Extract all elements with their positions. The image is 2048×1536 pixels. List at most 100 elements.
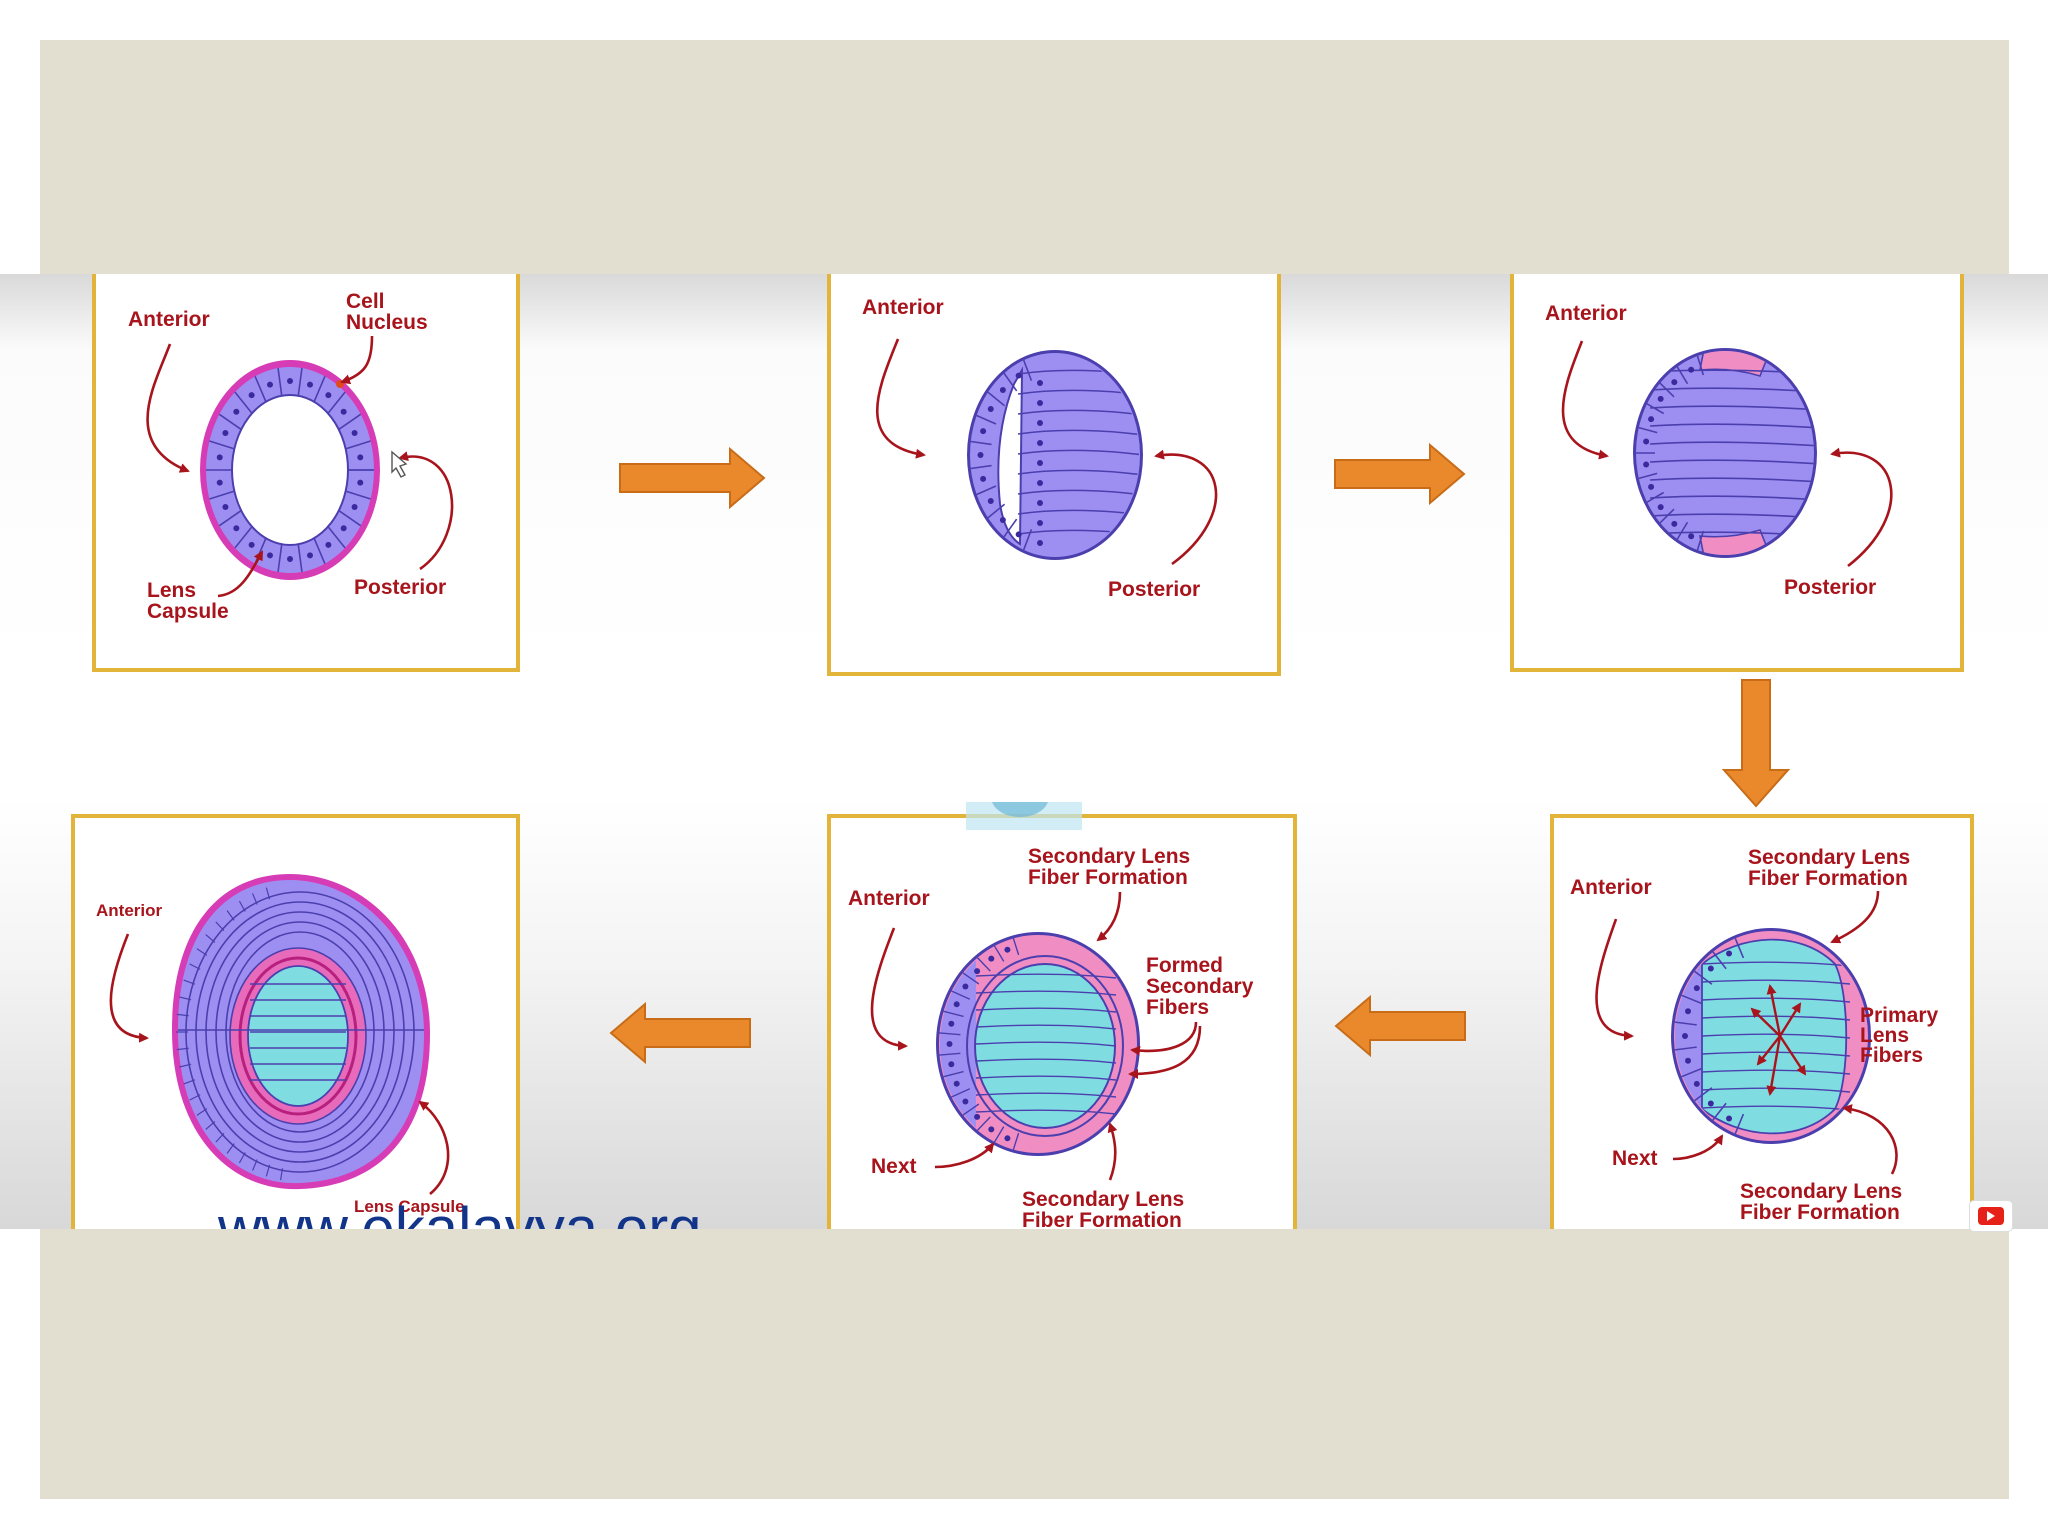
- label-capsule: Capsule: [147, 600, 229, 623]
- panel-mature-lens: Anterior Lens Capsule: [71, 814, 520, 1229]
- epithelium-wall: [176, 1013, 189, 1017]
- fiber-boundary: [966, 955, 1124, 1137]
- cell-wall: [1694, 1087, 1713, 1102]
- growth-ring: [205, 911, 395, 1153]
- cell-wall: [1022, 529, 1033, 551]
- cell-nucleus-dot: [357, 454, 364, 461]
- youtube-play-badge: [1978, 1207, 2004, 1225]
- epithelium-wall: [179, 1063, 192, 1068]
- cell-nucleus-dot: [1648, 416, 1655, 423]
- fiber-line: [975, 1041, 1117, 1047]
- epithelium-wall: [251, 1159, 258, 1171]
- cell-nucleus-dot: [974, 1113, 981, 1120]
- cell-nucleus-dot: [1726, 1115, 1733, 1122]
- pointer-arrow-icon: [870, 927, 908, 1051]
- cell-nucleus-dot: [1004, 1135, 1011, 1142]
- panel-primary-fibers-complete: Anterior Secondary Lens Fiber Formation …: [1550, 814, 1974, 1229]
- epithelium-wall: [226, 1143, 235, 1154]
- cell-nucleus-dot: [1004, 946, 1011, 953]
- cell-nucleus-dot: [1671, 379, 1678, 386]
- panel-lens-vesicle: Anterior Cell Nucleus Lens Capsule Poste…: [92, 274, 520, 672]
- flow-arrow-icon: [1721, 679, 1791, 808]
- cell-nucleus-dot: [1707, 1100, 1714, 1107]
- label-posterior: Posterior: [1108, 578, 1200, 601]
- cell-wall: [962, 972, 980, 985]
- epithelium-wall: [205, 934, 216, 943]
- embryonic-nucleus: [247, 965, 349, 1107]
- pointer-arrow-icon: [146, 343, 190, 473]
- youtube-icon[interactable]: [1969, 1200, 2013, 1232]
- cell-wall: [234, 391, 253, 414]
- cell-wall: [970, 440, 992, 446]
- flow-arrow-icon: [619, 446, 766, 510]
- pointer-arrow-icon: [217, 550, 264, 598]
- cell-nucleus-dot: [266, 381, 273, 388]
- cell-dividers: [939, 938, 1020, 1150]
- cell-nucleus-dot: [977, 452, 984, 458]
- label-anterior: Anterior: [1545, 302, 1627, 325]
- cell-nucleus-dot: [1682, 1033, 1688, 1039]
- fiber-line: [975, 1075, 1117, 1081]
- fiber-line: [1649, 459, 1814, 465]
- anterior-epithelium-cells: [176, 887, 284, 1181]
- cell-wall: [943, 1010, 964, 1018]
- epithelium-wall: [176, 1047, 189, 1051]
- cell-wall: [951, 990, 971, 1000]
- cell-wall: [970, 464, 992, 470]
- fiber-line: [1701, 1033, 1851, 1039]
- cell-nucleus-dot: [1693, 985, 1700, 992]
- fiber-line: [1649, 495, 1814, 501]
- label-anterior: Anterior: [848, 887, 930, 910]
- fiber-line: [975, 1058, 1117, 1064]
- cell-nucleus-dot: [980, 428, 987, 435]
- fiber-nucleus-dot: [1037, 460, 1043, 466]
- cell-wall: [209, 440, 235, 450]
- lens-development-diagram: Anterior Cell Nucleus Lens Capsule Poste…: [71, 274, 1974, 1229]
- cell-wall: [338, 509, 362, 527]
- pointer-arrow-icon: [1830, 447, 1893, 568]
- cell-nucleus-dot: [325, 392, 332, 399]
- epithelium-wall: [238, 900, 246, 912]
- pointer-arrow-icon: [398, 451, 454, 571]
- cell-nucleus-dot: [1657, 504, 1664, 511]
- fiber-nucleus-dot: [1037, 400, 1043, 406]
- label-secondary-bottom-line1: Secondary Lens: [1740, 1180, 1902, 1203]
- cell-wall: [1674, 1046, 1697, 1051]
- cell-wall: [943, 1070, 964, 1078]
- epithelium-wall: [189, 1094, 201, 1101]
- cell-wall: [1712, 1102, 1727, 1121]
- label-secondary-top-line1: Secondary Lens: [1748, 846, 1910, 869]
- growth-rings: [185, 891, 415, 1173]
- cell-wall: [1646, 403, 1665, 415]
- fiber-line: [975, 1024, 1117, 1030]
- cell-dividers: [206, 367, 374, 573]
- label-next: Next: [1612, 1147, 1658, 1170]
- label-formed-line1: Formed: [1146, 954, 1223, 977]
- fiber-line: [1701, 1051, 1851, 1057]
- cell-wall: [338, 413, 362, 431]
- cell-wall: [1734, 1113, 1745, 1134]
- cell-nucleus-dot: [988, 955, 995, 962]
- cell-nucleus-dot: [1685, 1008, 1692, 1015]
- cell-wall: [313, 375, 326, 403]
- cell-nucleus-dot: [987, 405, 994, 412]
- label-primary-line1: Primary: [1860, 1004, 1939, 1027]
- lens-development-strip: Anterior Cell Nucleus Lens Capsule Poste…: [0, 274, 2048, 1229]
- label-lens-capsule: Lens Capsule: [354, 1197, 465, 1216]
- cell-wall: [1676, 521, 1689, 540]
- cell-nucleus-dot: [1693, 1080, 1700, 1087]
- epithelium-wall: [183, 1079, 196, 1085]
- epithelium-wall: [205, 1121, 216, 1130]
- lens-vesicle: [970, 353, 1140, 557]
- cell-wall: [977, 957, 991, 972]
- cell-nucleus-dot: [351, 503, 358, 510]
- slide-top-background: [40, 40, 2009, 274]
- cell-wall: [1012, 938, 1020, 956]
- fiber-nucleus-dot: [1037, 480, 1043, 486]
- label-lens: Lens: [147, 579, 196, 602]
- cell-nucleus-dot: [248, 392, 255, 399]
- epithelium-wall: [251, 893, 258, 905]
- cell-nucleus-dot: [953, 1001, 960, 1008]
- panel-secondary-fiber-formation: Anterior Secondary Lens Fiber Formation …: [827, 814, 1297, 1229]
- fiber-line: [1017, 449, 1139, 457]
